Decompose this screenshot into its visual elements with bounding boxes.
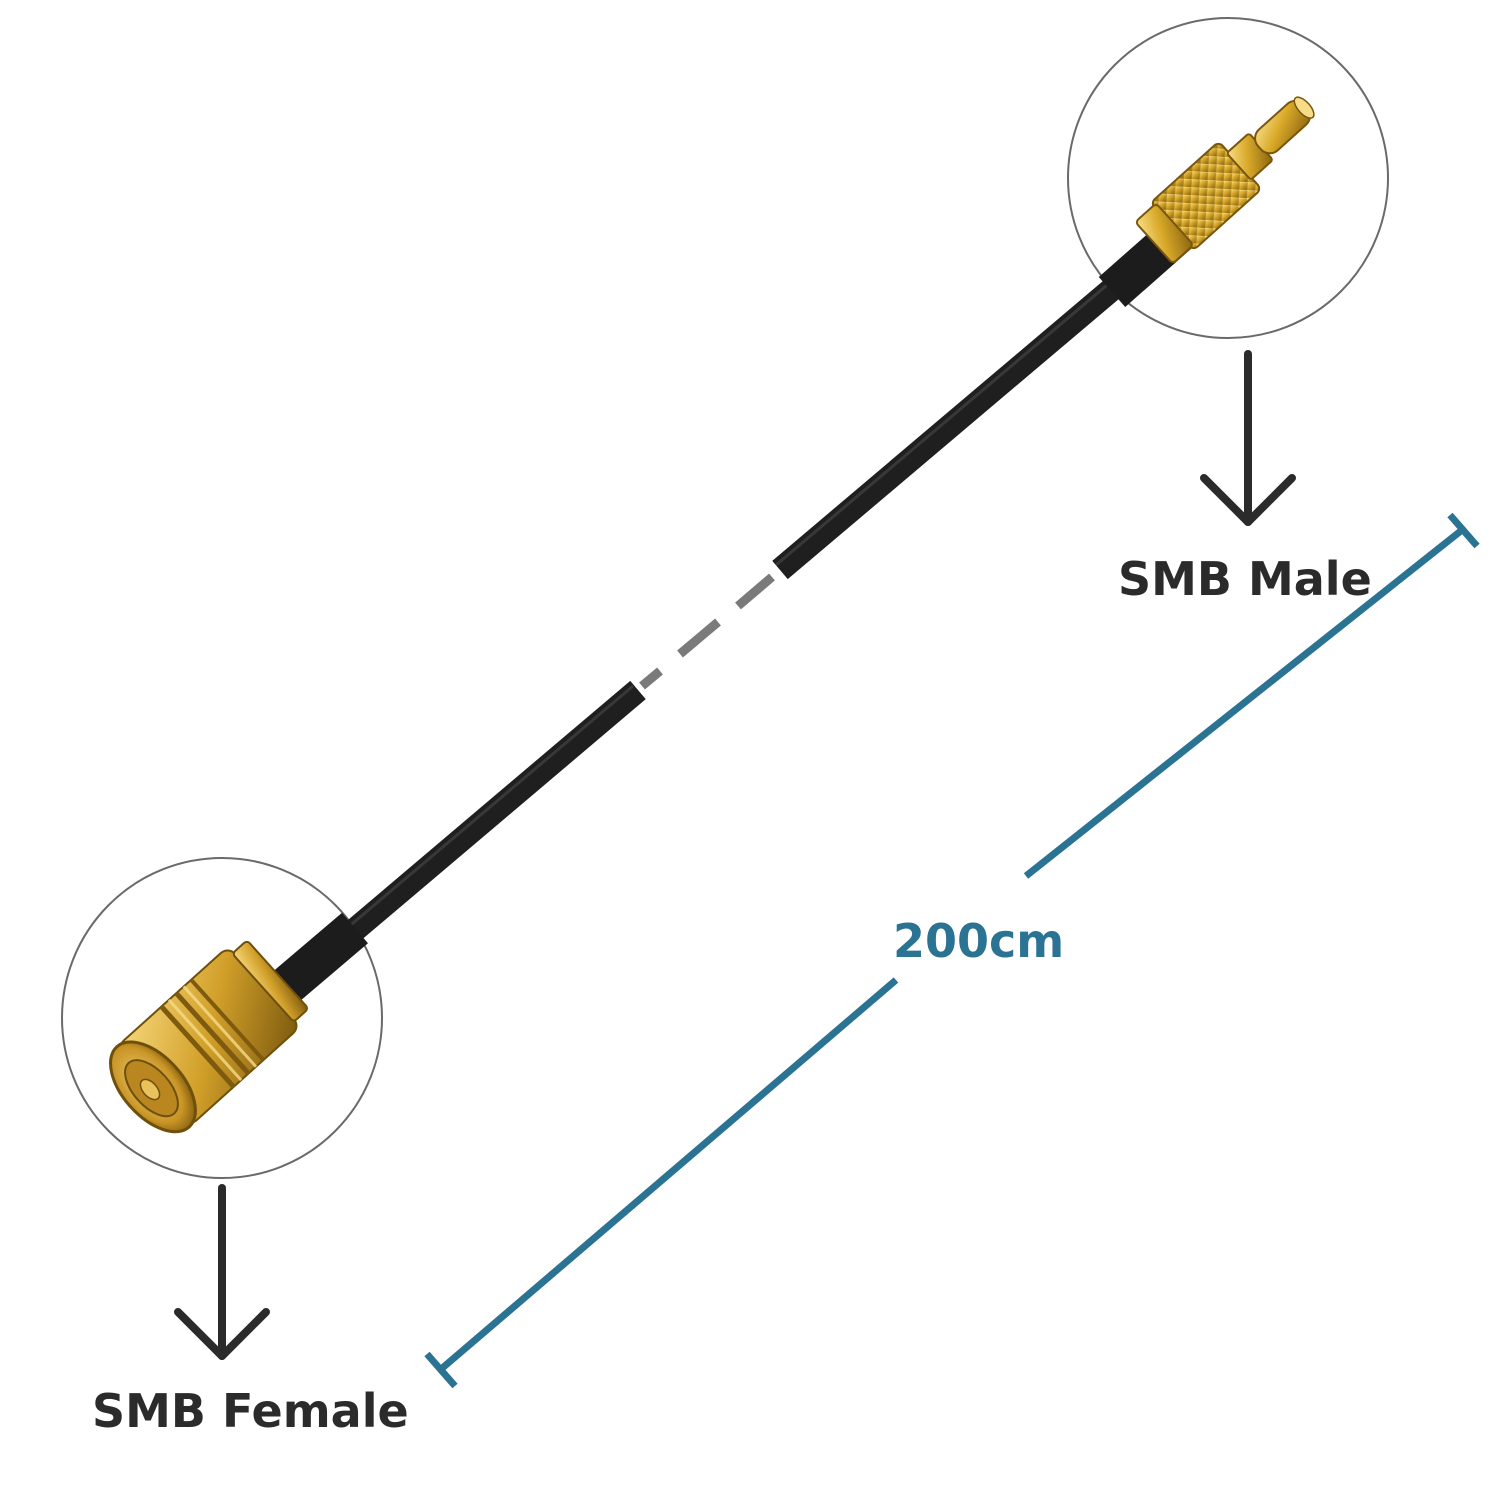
- smb-female-connector-icon: [109, 940, 308, 1134]
- dimension-cap-top: [1447, 512, 1480, 549]
- cable-upper-segment: [772, 230, 1178, 580]
- dimension-cap-bottom: [424, 1351, 458, 1389]
- smb-male-connector-icon: [1135, 96, 1315, 263]
- cable-break-dashes: [639, 573, 775, 690]
- arrow-down-icon: [1200, 350, 1296, 526]
- smb-female-label: SMB Female: [92, 1384, 409, 1438]
- smb-male-label: SMB Male: [1118, 552, 1372, 606]
- arrow-down-icon: [174, 1184, 270, 1360]
- dimension-line: [424, 512, 1480, 1389]
- cable-length-label: 200cm: [893, 914, 1065, 968]
